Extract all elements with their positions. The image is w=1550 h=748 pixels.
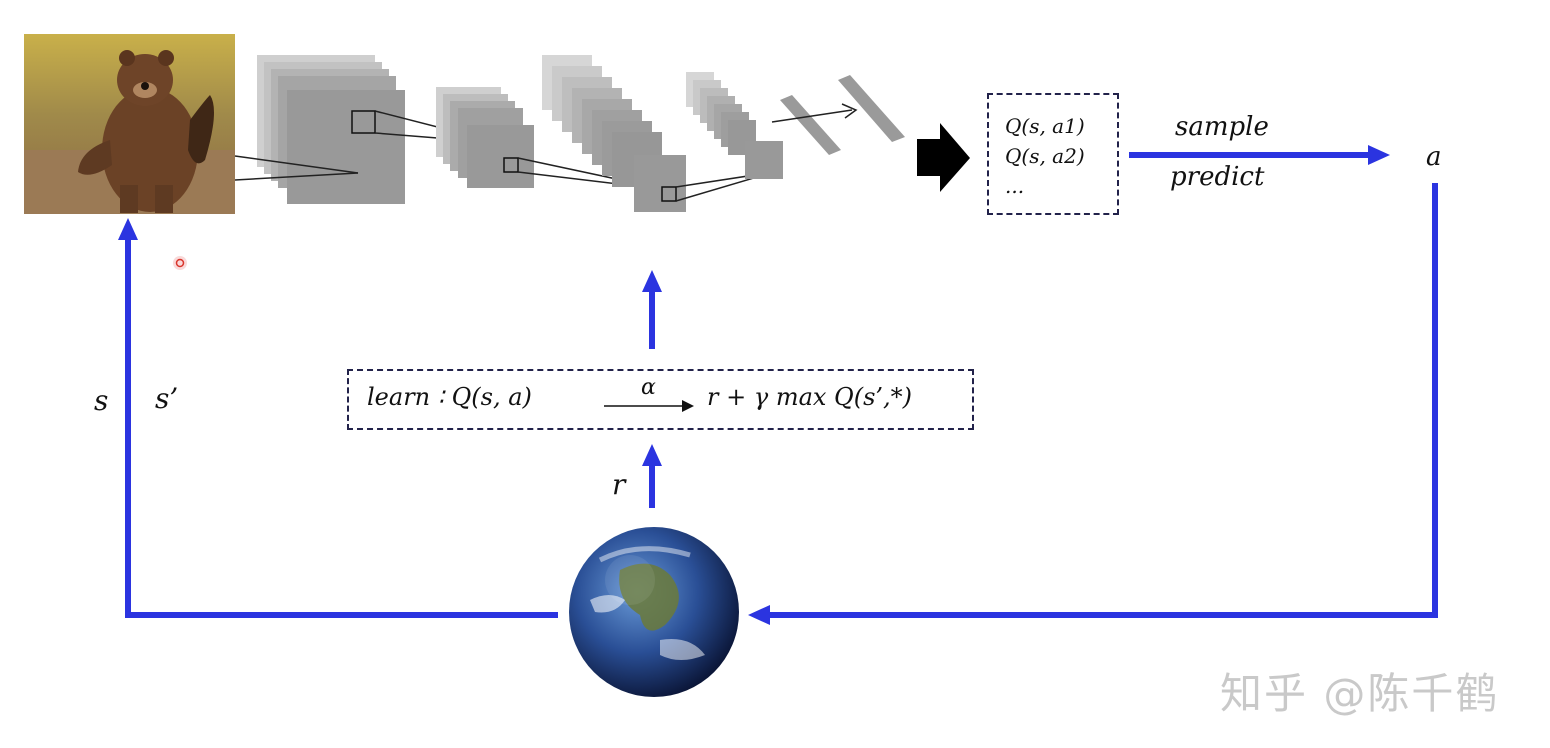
update-arrow [604,400,694,412]
q-value-2: Q(s, a2) [1005,144,1085,168]
cnn-layer-2 [436,87,534,188]
earth-globe-icon [569,527,739,697]
state-label: s [94,384,109,417]
predict-label: predict [1170,162,1265,192]
learn-rhs: r + γ max Q(s’,*) [707,383,913,411]
next-state-label: s’ [155,382,179,415]
black-arrow-icon [917,123,970,192]
reward-label: r [612,468,626,501]
q-value-1: Q(s, a1) [1005,114,1085,138]
action-label: a [1426,142,1442,172]
q-value-more: ... [1005,174,1025,198]
learning-rate-label: α [641,375,656,400]
cnn-layer-4 [686,72,783,179]
flow-arrows [118,145,1438,625]
q-values-box: Q(s, a1) Q(s, a2) ... [987,93,1119,215]
sample-label: sample [1175,112,1269,142]
fc-layers [771,75,905,155]
watermark: 知乎 @陈千鹤 [1220,669,1500,718]
cursor-dot-icon [173,256,187,270]
cnn-layer-3 [542,55,686,212]
cnn-layer-1 [257,55,405,204]
bear-photo-icon [24,34,235,214]
learn-rule-box: learn ∶ Q(s, a) α r + γ max Q(s’,*) [347,369,974,430]
learn-lhs: learn ∶ Q(s, a) [367,383,532,411]
